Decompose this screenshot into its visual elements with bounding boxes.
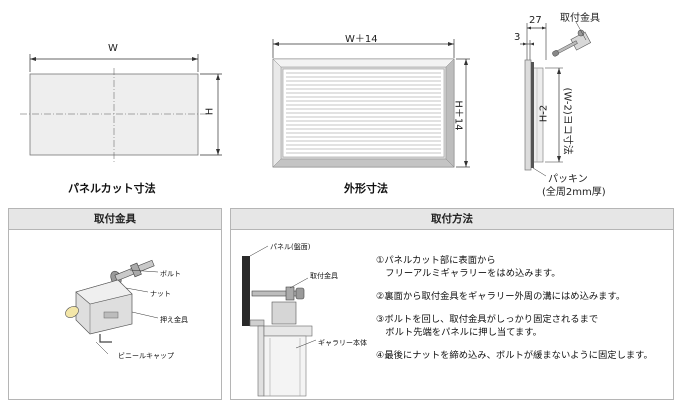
- packing-label: パッキン: [548, 174, 588, 185]
- step-3-line-1: ③ボルトを回し、取付金具がしっかり固定されるまで: [376, 314, 599, 325]
- method-illustration: [242, 245, 317, 397]
- panel-cut-width-label: W: [108, 43, 118, 54]
- method-body-label: ギャラリー本体: [318, 339, 367, 347]
- bolt-label: ボルト: [160, 270, 181, 278]
- method-panel-title: 取付方法: [231, 209, 673, 230]
- panel-cut-drawing: [20, 21, 592, 177]
- outer-width-label: W＋14: [345, 34, 378, 45]
- step-3-line-2: ボルト先端をパネルに押し当てます。: [376, 327, 542, 338]
- step-1-line-2: フリーアルミギャラリーをはめ込みます。: [376, 268, 561, 279]
- step-4: ④最後にナットを締め込み、ボルトが緩まないように固定します。: [376, 350, 653, 361]
- step-2: ②裏面から取付金具をギャラリー外周の溝にはめ込みます。: [376, 291, 626, 302]
- panel-cut-height-label: H: [204, 107, 216, 116]
- presser-label: 押え金具: [160, 316, 188, 324]
- step-1-line-1: ①パネルカット部に表面から: [376, 255, 496, 266]
- vinyl-cap-label: ビニールキャップ: [118, 352, 174, 360]
- side-h-label: H-2: [538, 104, 550, 123]
- side-w-label: (W-2)ヨコ寸法: [561, 87, 573, 155]
- bracket-illustration: [65, 259, 159, 355]
- side-dim-27: 27: [529, 15, 542, 26]
- panel-cut-caption: パネルカット寸法: [68, 182, 156, 195]
- packing-note: (全周2mm厚): [542, 187, 606, 198]
- outer-caption: 外形寸法: [344, 182, 388, 195]
- side-dim-3: 3: [514, 32, 521, 43]
- nut-label: ナット: [150, 290, 171, 298]
- bracket-panel-title: 取付金具: [9, 209, 221, 230]
- method-panel-label: パネル(盤面): [270, 243, 311, 251]
- outer-height-label: H＋14: [452, 100, 464, 131]
- method-bracket-label: 取付金具: [310, 272, 338, 280]
- side-bracket-label: 取付金具: [560, 13, 600, 24]
